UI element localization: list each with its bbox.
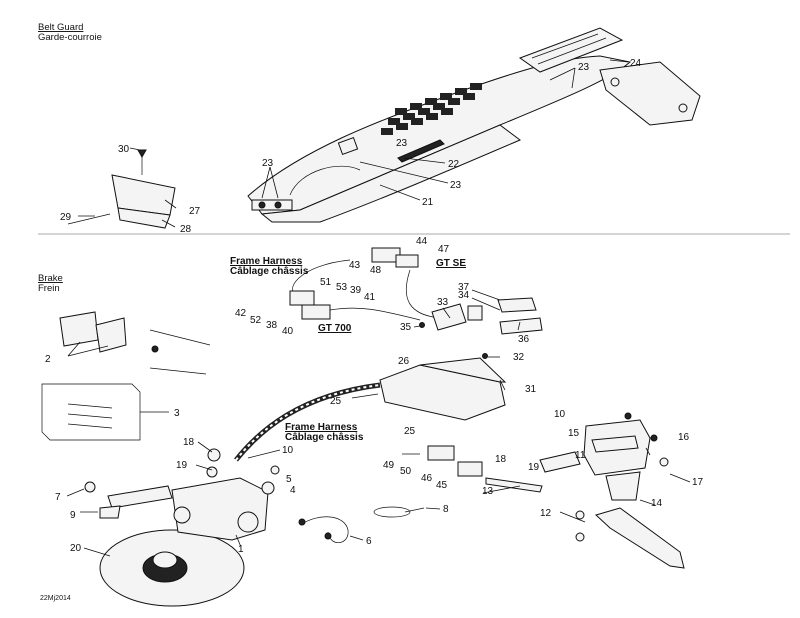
callout: 15	[568, 428, 580, 439]
callout: 20	[70, 543, 82, 554]
callout: 51	[320, 277, 332, 288]
callout: 6	[366, 536, 372, 547]
callout: 29	[60, 212, 72, 223]
callout: 2	[45, 354, 51, 365]
callout: 41	[364, 292, 376, 303]
callout: 49	[383, 460, 395, 471]
callout: 53	[336, 282, 348, 293]
callout: 32	[513, 352, 525, 363]
callout: 27	[189, 206, 201, 217]
callout: 28	[180, 224, 192, 235]
callout: 36	[518, 334, 530, 345]
callout: 25	[330, 396, 342, 407]
decal-part	[518, 27, 624, 73]
harness-bottom-label-en: Frame Harness	[285, 422, 358, 433]
callout: 48	[370, 265, 382, 276]
harness-top-label-en: Frame Harness	[230, 256, 303, 267]
callout: 23	[578, 62, 590, 73]
callout: 18	[183, 437, 195, 448]
callout: 39	[350, 285, 362, 296]
callout: 25	[404, 426, 416, 437]
callout: 9	[70, 510, 76, 521]
brake-pads-part	[59, 311, 211, 375]
callout: 22	[448, 159, 460, 170]
switch-parts	[467, 297, 543, 335]
belt-guard-title-fr: Garde-courroie	[38, 32, 102, 43]
callout: 37	[458, 282, 470, 293]
callout: 24	[630, 58, 642, 69]
callout: 10	[282, 445, 294, 456]
harness-top-part	[289, 247, 441, 321]
callout: 43	[349, 260, 361, 271]
brake-title-fr: Frein	[38, 283, 60, 294]
belt-guard-part	[247, 55, 632, 223]
callout: 7	[55, 492, 61, 503]
callout: 12	[540, 508, 552, 519]
belt-guard-title: Belt Guard Garde-courroie	[38, 22, 102, 43]
callout: 11	[575, 450, 586, 461]
brake-kit-box	[41, 383, 141, 441]
brake-title-en: Brake	[38, 273, 63, 284]
master-cylinder-part	[485, 412, 669, 501]
support-bracket-part	[67, 149, 176, 229]
brake-title: Brake Frein	[38, 273, 63, 294]
callout: 40	[282, 326, 294, 337]
callout: 38	[266, 320, 278, 331]
harness-bottom-label-fr: Câblage châssis	[285, 432, 364, 443]
bleed-hose-part	[298, 516, 349, 543]
callout: 47	[438, 244, 450, 255]
callout: 16	[678, 432, 690, 443]
caliper-part	[84, 448, 280, 541]
belt-guard-title-en: Belt Guard	[38, 22, 83, 33]
callout: 3	[174, 408, 180, 419]
harness-bottom-part	[402, 445, 483, 477]
callout: 30	[118, 144, 130, 155]
callout: 14	[651, 498, 663, 509]
harness-top-label-fr: Câblage châssis	[230, 266, 309, 277]
callout: 23	[396, 138, 408, 149]
callout: 19	[528, 462, 540, 473]
callout: 44	[416, 236, 428, 247]
brake-disc-part	[99, 529, 245, 607]
brake-housing-part	[234, 353, 507, 462]
callout-labels: 30 27 29 28 23 23 23 21 22 23 24 44 47 4…	[45, 58, 704, 555]
callout: 46	[421, 473, 433, 484]
bracket-part	[599, 61, 701, 126]
callout: 1	[238, 544, 244, 555]
callout: 35	[400, 322, 412, 333]
harness-top-labels: Frame Harness Câblage châssis GT SE GT 7…	[230, 256, 466, 334]
callout: 42	[235, 308, 247, 319]
callout: 50	[400, 466, 412, 477]
callout: 4	[290, 485, 296, 496]
callout: 31	[525, 384, 537, 395]
callout: 18	[495, 454, 507, 465]
figure-code: 22Mj2014	[40, 595, 71, 602]
callout: 21	[422, 197, 434, 208]
clamp-part	[373, 506, 425, 518]
harness-variant-gt700: GT 700	[318, 323, 352, 334]
leader-lines	[66, 59, 691, 557]
callout: 26	[398, 356, 410, 367]
callout: 19	[176, 460, 188, 471]
callout: 23	[262, 158, 274, 169]
callout: 10	[554, 409, 566, 420]
callout: 23	[450, 180, 462, 191]
callout: 34	[458, 290, 470, 301]
brake-lever-part	[575, 507, 685, 569]
harness-bottom-labels: Frame Harness Câblage châssis	[285, 422, 364, 443]
callout: 17	[692, 477, 704, 488]
callout: 13	[482, 486, 494, 497]
callout: 5	[286, 474, 292, 485]
harness-variant-gtse: GT SE	[436, 258, 466, 269]
callout: 45	[436, 480, 448, 491]
callout: 52	[250, 315, 262, 326]
callout: 33	[437, 297, 449, 308]
callout: 8	[443, 504, 449, 515]
